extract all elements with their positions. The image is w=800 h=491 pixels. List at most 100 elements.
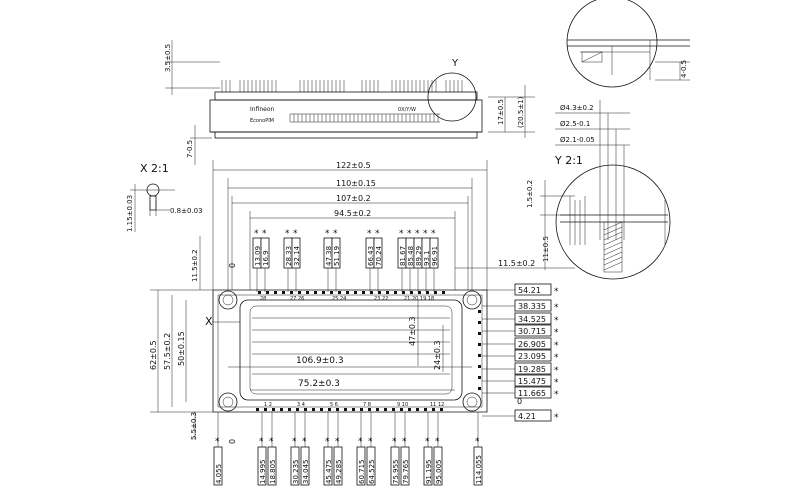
top-dim-label: 66.43 bbox=[367, 246, 375, 266]
bottom-dim-asterisk: * bbox=[425, 437, 430, 447]
bottom-pin-group-label: 11 12 bbox=[430, 402, 444, 408]
bottom-dim-asterisk: * bbox=[475, 437, 480, 447]
right-dim-label: 26.905 bbox=[518, 340, 546, 349]
dim-1-5: 1.5±0.2 bbox=[526, 180, 534, 208]
right-dim-asterisk: * bbox=[554, 378, 559, 388]
detail-x-marker: X bbox=[205, 315, 213, 328]
zero-bottom: 0 bbox=[228, 439, 237, 444]
mounting-hole-br bbox=[462, 392, 482, 412]
bottom-dim-asterisk: * bbox=[269, 437, 274, 447]
top-dim-label: 81.67 bbox=[399, 246, 407, 266]
bottom-dim-asterisk: * bbox=[358, 437, 363, 447]
right-dim-asterisk: * bbox=[554, 366, 559, 376]
right-dim-label: 19.285 bbox=[518, 365, 546, 374]
side-baseplate bbox=[214, 131, 478, 139]
bottom-dim-label: 14.995 bbox=[259, 460, 267, 485]
dim-4-5: 4-0.5 bbox=[680, 60, 688, 78]
detail-x: X 2:1 0.8±0.03 1.15±0.03 bbox=[126, 162, 203, 232]
bottom-pin-group-label: 9 10 bbox=[397, 402, 408, 408]
top-dim-label: 96.91 bbox=[431, 246, 439, 266]
brand-text: Infineon bbox=[250, 106, 275, 113]
dim-50: 50±0.15 bbox=[177, 331, 186, 366]
detail-y-marker-label: Y bbox=[451, 58, 459, 69]
dim-d2-5: Ø2.5-0.1 bbox=[560, 120, 590, 128]
zero-top: 0 bbox=[228, 263, 237, 268]
side-top-plate bbox=[214, 91, 478, 101]
top-dim-asterisk: * bbox=[399, 229, 404, 239]
top-dim-asterisk: * bbox=[367, 229, 372, 239]
bottom-dim-asterisk: * bbox=[259, 437, 264, 447]
top-dim-label: 28.33 bbox=[285, 246, 293, 266]
top-dim-label: 16.9 bbox=[262, 250, 270, 266]
zero-right: 0 bbox=[517, 397, 522, 406]
dim-17: 17±0.5 bbox=[497, 99, 505, 125]
marking-text: 0X/Y/W bbox=[398, 107, 416, 113]
top-dim-asterisk: * bbox=[407, 229, 412, 239]
bottom-dim-asterisk: * bbox=[435, 437, 440, 447]
mounting-hole-tl bbox=[218, 290, 238, 310]
right-dim-asterisk: * bbox=[554, 328, 559, 338]
bottom-dim-asterisk: * bbox=[392, 437, 397, 447]
bottom-dim-label: 91.195 bbox=[425, 460, 433, 485]
bottom-dim-label: 75.955 bbox=[392, 460, 400, 485]
top-dim-label: 13.09 bbox=[254, 246, 262, 266]
top-dim-asterisk: * bbox=[333, 229, 338, 239]
bottom-pin-group-label: 5 6 bbox=[330, 402, 338, 408]
right-dim-label: 4.21 bbox=[518, 412, 536, 421]
dim-24: 24±0.3 bbox=[433, 340, 442, 370]
bottom-dim-asterisk: * bbox=[402, 437, 407, 447]
top-dim-asterisk: * bbox=[375, 229, 380, 239]
dim-5-5: 5.5±0.3 bbox=[190, 412, 198, 440]
top-dim-asterisk: * bbox=[325, 229, 330, 239]
top-dim-label: 85.48 bbox=[407, 246, 415, 266]
right-dim-asterisk: * bbox=[554, 413, 559, 423]
bottom-dim-label: 114.055 bbox=[475, 455, 483, 484]
dim-47: 47±0.3 bbox=[408, 316, 417, 346]
top-dim-asterisk: * bbox=[415, 229, 420, 239]
top-dim-asterisk: * bbox=[431, 229, 436, 239]
right-dim-asterisk: * bbox=[554, 390, 559, 400]
right-dim-label: 34.525 bbox=[518, 315, 546, 324]
detail-y-title: Y 2:1 bbox=[554, 154, 583, 167]
dim-62: 62±0.5 bbox=[149, 340, 158, 370]
right-dim-asterisk: * bbox=[554, 303, 559, 313]
bottom-dim-label: 4.055 bbox=[215, 464, 223, 484]
bottom-dim-asterisk: * bbox=[325, 437, 330, 447]
right-dim-label: 23.095 bbox=[518, 352, 546, 361]
dim-57-5: 57.5±0.2 bbox=[163, 333, 172, 370]
top-dim-label: 47.38 bbox=[325, 246, 333, 266]
right-dim-label: 54.21 bbox=[518, 286, 541, 295]
top-dim-asterisk: * bbox=[293, 229, 298, 239]
right-dim-asterisk: * bbox=[554, 353, 559, 363]
dim-94-5: 94.5±0.2 bbox=[334, 209, 371, 218]
bottom-dim-label: 64.525 bbox=[368, 460, 376, 485]
right-dim-label: 38.335 bbox=[518, 302, 546, 311]
bottom-dim-asterisk: * bbox=[292, 437, 297, 447]
bottom-dim-label: 30.235 bbox=[292, 460, 300, 485]
top-dim-label: 89.29 bbox=[415, 246, 423, 266]
bottom-dim-label: 18.805 bbox=[269, 460, 277, 485]
bottom-dim-asterisk: * bbox=[368, 437, 373, 447]
right-dim-label: 15.475 bbox=[518, 377, 546, 386]
top-dim-label: 93.1 bbox=[423, 250, 431, 266]
dim-106-9: 106.9±0.3 bbox=[296, 356, 344, 366]
bottom-dim-asterisk: * bbox=[335, 437, 340, 447]
top-dim-label: 70.24 bbox=[375, 245, 383, 266]
top-pin-group-label: 21 20 19 18 bbox=[404, 296, 434, 302]
right-dim-asterisk: * bbox=[554, 341, 559, 351]
dim-110: 110±0.15 bbox=[336, 179, 376, 188]
top-pin-group-label: 23 22 bbox=[374, 296, 388, 302]
bottom-dim-label: 79.765 bbox=[402, 460, 410, 485]
dim-pin-top: 3.5±0.5 bbox=[164, 44, 172, 72]
bottom-pin-group-label: 3 4 bbox=[297, 402, 305, 408]
dim-1-15: 1.15±0.03 bbox=[126, 195, 134, 232]
right-dim-label: 11.665 bbox=[518, 389, 546, 398]
detail-y-marker-circle bbox=[427, 72, 477, 122]
top-dim-asterisk: * bbox=[423, 229, 428, 239]
right-dim-label: 30.715 bbox=[518, 327, 546, 336]
dim-11: 11±0.5 bbox=[542, 236, 550, 262]
top-dim-label: 32.14 bbox=[293, 245, 301, 266]
top-pin-group-label: 25 24 bbox=[332, 296, 346, 302]
dim-11-5-right: 11.5±0.2 bbox=[498, 259, 535, 268]
